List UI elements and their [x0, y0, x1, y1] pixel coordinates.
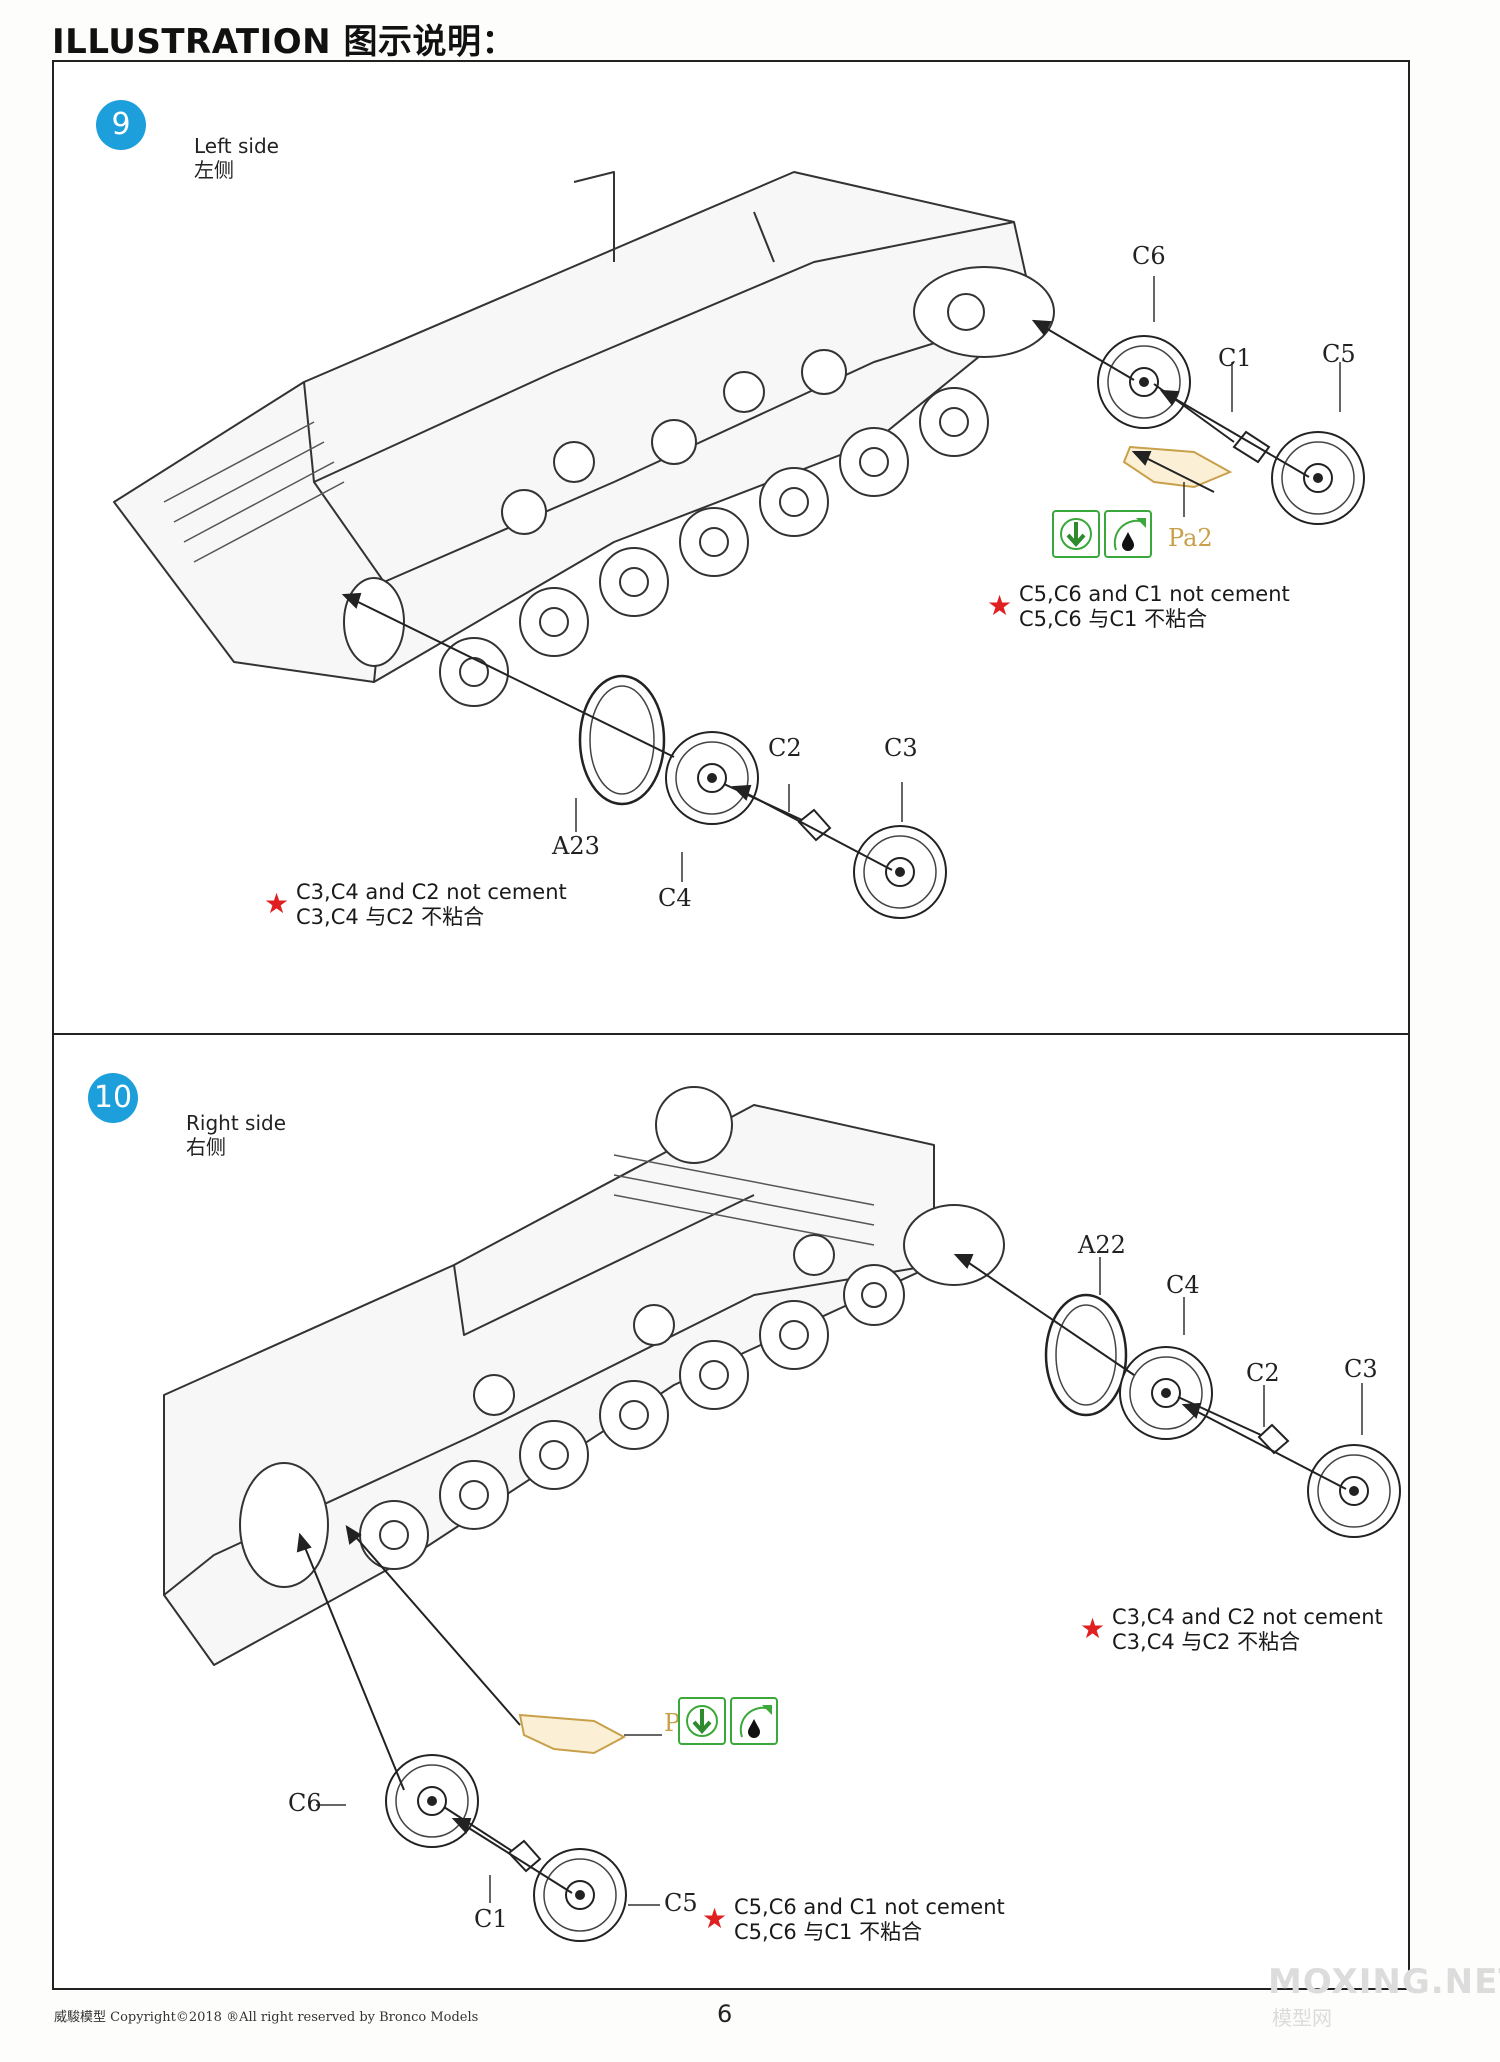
side-label: Left side 左侧 — [194, 134, 279, 182]
note-en: C3,C4 and C2 not cement — [296, 880, 567, 904]
glue-drop-icon — [730, 1697, 778, 1745]
side-label-cn: 右侧 — [186, 1135, 226, 1159]
note-en: C5,C6 and C1 not cement — [734, 1895, 1005, 1919]
part-label-c3: C3 — [884, 734, 918, 762]
step-number-badge: 10 — [88, 1073, 138, 1123]
note-cn: C5,C6 与C1 不粘合 — [734, 1920, 923, 1944]
step-10-panel: 10 Right side 右侧 A22 C4 C2 C3 Pa4 C6 C1 … — [52, 1033, 1410, 1990]
page-number: 6 — [717, 2000, 733, 2028]
side-label-cn: 左侧 — [194, 158, 234, 182]
down-arrow-icon — [678, 1697, 726, 1745]
part-label-c5: C5 — [1322, 340, 1356, 368]
part-label-c4: C4 — [1166, 1271, 1200, 1299]
step-number-badge: 9 — [96, 100, 146, 150]
star-icon: ★ — [702, 1902, 728, 1935]
part-label-c5: C5 — [664, 1889, 698, 1917]
copyright-text: 威駿模型 Copyright©2018 ®All right reserved … — [54, 2010, 479, 2025]
part-label-c3: C3 — [1344, 1355, 1378, 1383]
note-sprocket-not-cement: ★ C5,C6 and C1 not cement C5,C6 与C1 不粘合 — [702, 1895, 1005, 1945]
side-label-en: Right side — [186, 1111, 286, 1135]
star-icon: ★ — [264, 887, 290, 920]
part-label-a22: A22 — [1078, 1231, 1126, 1259]
part-label-pa2: Pa2 — [1168, 524, 1213, 552]
step-9-panel: 9 Left side 左侧 C6 C1 C5 Pa2 C2 C3 A23 C4… — [52, 60, 1410, 1035]
part-label-c1: C1 — [1218, 344, 1252, 372]
part-label-a23: A23 — [552, 832, 600, 860]
page-title: ILLUSTRATION 图示说明： — [52, 22, 516, 62]
left-side-assembly-drawing — [113, 171, 1365, 919]
part-label-c6: C6 — [288, 1789, 322, 1817]
note-cn: C5,C6 与C1 不粘合 — [1019, 607, 1208, 631]
note-en: C5,C6 and C1 not cement — [1019, 582, 1290, 606]
note-idler-not-cement: ★ C3,C4 and C2 not cement C3,C4 与C2 不粘合 — [1080, 1605, 1383, 1655]
note-sprocket-not-cement: ★ C5,C6 and C1 not cement C5,C6 与C1 不粘合 — [987, 582, 1290, 632]
note-cn: C3,C4 与C2 不粘合 — [296, 905, 485, 929]
side-label-en: Left side — [194, 134, 279, 158]
note-idler-not-cement: ★ C3,C4 and C2 not cement C3,C4 与C2 不粘合 — [264, 880, 567, 930]
watermark: MOXING.NET — [1268, 1962, 1500, 2002]
watermark-cn: 模型网 — [1272, 2006, 1332, 2030]
part-label-c4: C4 — [658, 884, 692, 912]
star-icon: ★ — [1080, 1612, 1106, 1645]
part-label-c1: C1 — [474, 1905, 508, 1933]
note-en: C3,C4 and C2 not cement — [1112, 1605, 1383, 1629]
down-arrow-icon — [1052, 510, 1100, 558]
note-cn: C3,C4 与C2 不粘合 — [1112, 1630, 1301, 1654]
part-label-c2: C2 — [768, 734, 802, 762]
glue-drop-icon — [1104, 510, 1152, 558]
side-label: Right side 右侧 — [186, 1111, 286, 1159]
part-label-c6: C6 — [1132, 242, 1166, 270]
star-icon: ★ — [987, 589, 1013, 622]
part-label-c2: C2 — [1246, 1359, 1280, 1387]
right-side-assembly-drawing — [163, 1086, 1401, 1942]
